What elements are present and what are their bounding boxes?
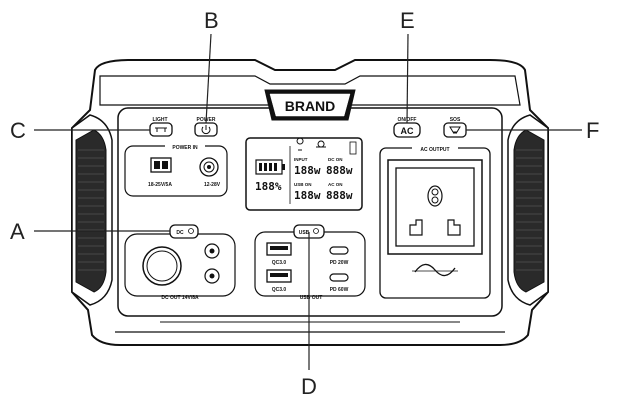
- acon-label: AC ON: [328, 182, 343, 187]
- usb-c-port-1-label: PD 20W: [330, 260, 349, 266]
- right-grip: [507, 114, 549, 306]
- dc-button-text: DC: [176, 230, 184, 236]
- callout-line-e: [406, 33, 409, 124]
- sos-button-label: SOS: [450, 117, 461, 123]
- ac-output-title: AC OUTPUT: [420, 147, 449, 153]
- power-icon: [201, 125, 211, 135]
- dcon-label: DC ON: [328, 157, 343, 162]
- callout-line-b: [205, 33, 212, 124]
- battery-percent-readout: 188%: [255, 180, 282, 193]
- dc-input-port-label: 12-28V: [204, 182, 221, 188]
- ac-watts-readout: 888w: [326, 189, 353, 202]
- usb-a-port-1-label: QC3.0: [272, 260, 287, 266]
- sos-button[interactable]: [443, 122, 467, 138]
- lcd-display: 188% INPUT DC ON 188w 888w USB ON AC ON …: [245, 137, 363, 211]
- callout-a: A: [10, 219, 25, 244]
- usb-watts-readout: 188w: [294, 189, 321, 202]
- usbon-label: USB ON: [294, 182, 312, 187]
- signal-bars-icon: [349, 141, 357, 155]
- dc-out-label: DC OUT 14V/8A: [161, 295, 199, 301]
- usb-button-text: USB: [299, 230, 310, 236]
- lcd-screen: [245, 137, 363, 211]
- light-button-label: LIGHT: [153, 117, 168, 123]
- anderson-port-label: 18-25V/5A: [148, 182, 172, 188]
- input-label: INPUT: [294, 157, 308, 162]
- light-button[interactable]: [149, 122, 173, 137]
- callout-lines: [34, 33, 582, 370]
- ac-button-text: AC: [401, 126, 414, 136]
- callout-b: B: [204, 8, 219, 33]
- usb-c-port-1[interactable]: [329, 246, 349, 255]
- light-icon: [155, 127, 167, 132]
- power-in-title: POWER IN: [172, 145, 198, 151]
- callout-f: F: [586, 118, 599, 143]
- callout-d: D: [301, 374, 317, 399]
- usb-c-port-2-label: PD 60W: [330, 287, 349, 293]
- usb-a-port-2-label: QC3.0: [272, 287, 287, 293]
- sos-button-group: SOS: [443, 117, 467, 138]
- dc-out-section: DC DC OUT 14V/8A: [124, 224, 236, 301]
- input-watts-readout: 188w: [294, 164, 321, 177]
- usb-c-port-2[interactable]: [329, 273, 349, 282]
- usb-out-section: USB QC3.0 QC3.0 PD 20W PD 60W USB OUT: [254, 224, 366, 301]
- power-in-section: POWER IN 18-25V/5A 12-28V: [124, 142, 228, 197]
- brand-plate: BRAND: [264, 89, 356, 121]
- ac-socket[interactable]: [395, 167, 475, 247]
- device-inner-outline: [99, 75, 521, 106]
- sine-wave-icon: [414, 263, 456, 277]
- ac-output-section: AC OUTPUT: [379, 144, 491, 299]
- callout-c: C: [10, 118, 26, 143]
- bulb-icon: [296, 137, 304, 151]
- lamp-icon: [449, 126, 461, 134]
- callout-e: E: [400, 8, 415, 33]
- dc-watts-readout: 888w: [326, 164, 353, 177]
- fan-icon: [316, 140, 326, 148]
- left-grip: [71, 114, 113, 306]
- usb-out-label: USB OUT: [300, 295, 323, 301]
- brand-logo: BRAND: [285, 98, 336, 114]
